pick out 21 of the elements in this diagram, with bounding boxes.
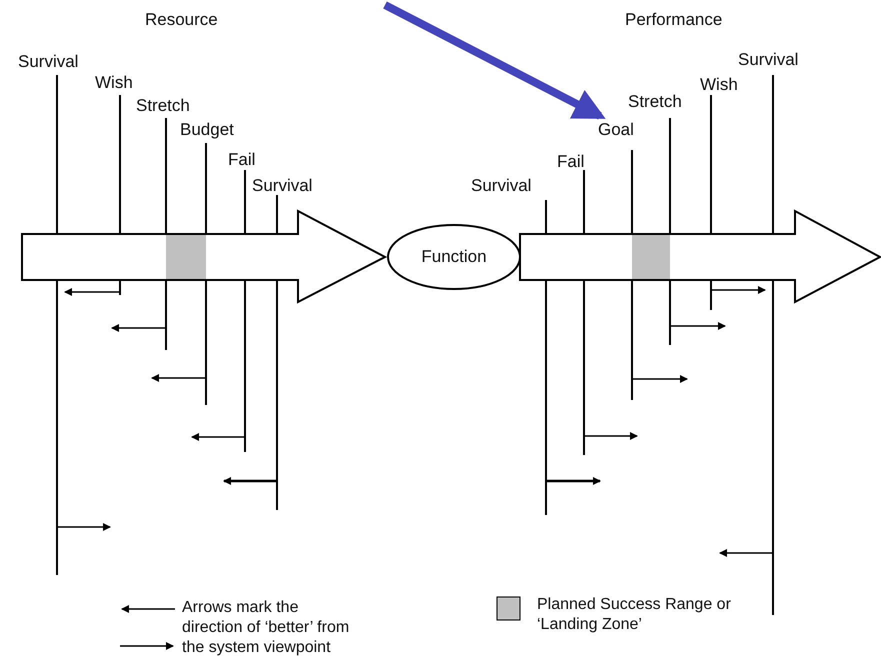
scale-label: Stretch	[136, 96, 190, 116]
scale-label: Stretch	[628, 92, 682, 112]
node-label: Function	[420, 247, 488, 267]
scale-label: Fail	[228, 150, 256, 170]
scale-label: Goal	[598, 120, 634, 140]
function-ellipse	[387, 224, 521, 290]
scale-label: Survival	[471, 176, 532, 196]
scale-label: Fail	[557, 152, 584, 172]
pointer-arrow	[383, 1, 606, 120]
legend-text: Planned Success Range or ‘Landing Zone’	[537, 595, 732, 635]
block-arrow	[21, 209, 388, 304]
heading: Resource	[145, 10, 218, 30]
scale-label: Budget	[180, 120, 234, 140]
scale-label: Survival	[738, 50, 798, 70]
legend-text: Arrows mark the direction of ‘better’ from the system viewpoint	[182, 598, 350, 658]
scale-label: Survival	[252, 176, 312, 196]
block-arrow	[519, 209, 881, 304]
scale-label: Survival	[18, 52, 78, 72]
scale-label: Wish	[95, 73, 133, 93]
heading: Performance	[625, 10, 722, 30]
scale-label: Wish	[700, 75, 738, 95]
